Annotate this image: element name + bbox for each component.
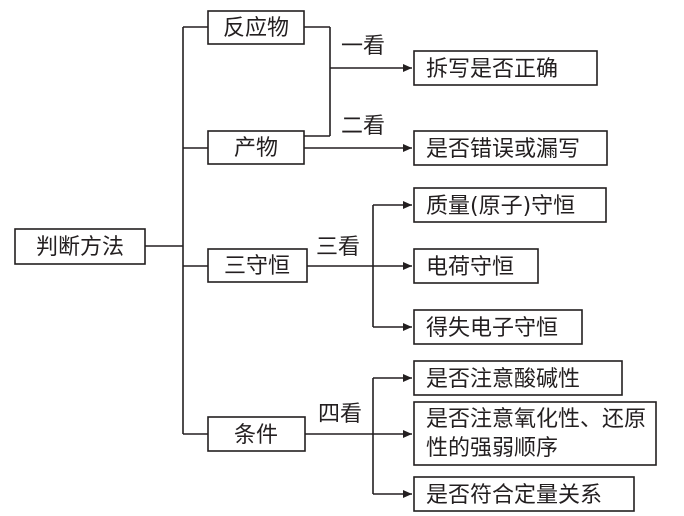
step-label-1: 一看 xyxy=(341,34,385,59)
result-charge-conservation: 电荷守恒 xyxy=(413,248,539,284)
result-charge-conservation-label: 电荷守恒 xyxy=(426,255,514,280)
category-products-label: 产物 xyxy=(234,136,278,161)
result-electron-conservation: 得失电子守恒 xyxy=(413,309,583,345)
result-split-correct: 拆写是否正确 xyxy=(413,50,598,86)
step-label-3: 三看 xyxy=(316,235,360,260)
result-acid-base: 是否注意酸碱性 xyxy=(413,360,623,396)
result-quantitative-label: 是否符合定量关系 xyxy=(426,483,602,508)
category-reactants: 反应物 xyxy=(207,10,305,45)
result-quantitative: 是否符合定量关系 xyxy=(413,476,635,512)
result-missing-wrong: 是否错误或漏写 xyxy=(413,130,608,166)
result-split-correct-label: 拆写是否正确 xyxy=(426,57,558,82)
root-connectors xyxy=(145,26,208,435)
root-label: 判断方法 xyxy=(36,235,124,260)
result-electron-conservation-label: 得失电子守恒 xyxy=(426,316,558,341)
result-mass-conservation-label: 质量(原子)守恒 xyxy=(426,194,575,219)
condition-connectors xyxy=(305,374,412,498)
result-redox-order-line-2: 性的强弱顺序 xyxy=(426,436,558,461)
category-conservation-label: 三守恒 xyxy=(224,254,290,279)
result-mass-conservation: 质量(原子)守恒 xyxy=(413,187,607,223)
step-label-2: 二看 xyxy=(341,114,385,139)
step-label-4: 四看 xyxy=(318,402,362,427)
conservation-connectors xyxy=(307,201,412,331)
category-reactants-label: 反应物 xyxy=(223,16,289,41)
result-redox-order: 是否注意氧化性、还原 性的强弱顺序 xyxy=(413,401,657,466)
category-conditions: 条件 xyxy=(207,416,306,452)
result-missing-wrong-label: 是否错误或漏写 xyxy=(426,137,580,162)
result-acid-base-label: 是否注意酸碱性 xyxy=(426,367,580,392)
root-node: 判断方法 xyxy=(14,228,146,265)
category-products: 产物 xyxy=(207,130,305,165)
result-redox-order-line-1: 是否注意氧化性、还原 xyxy=(426,407,646,432)
category-conditions-label: 条件 xyxy=(234,423,278,448)
reactant-product-connectors xyxy=(304,26,412,152)
category-conservation: 三守恒 xyxy=(207,248,308,283)
